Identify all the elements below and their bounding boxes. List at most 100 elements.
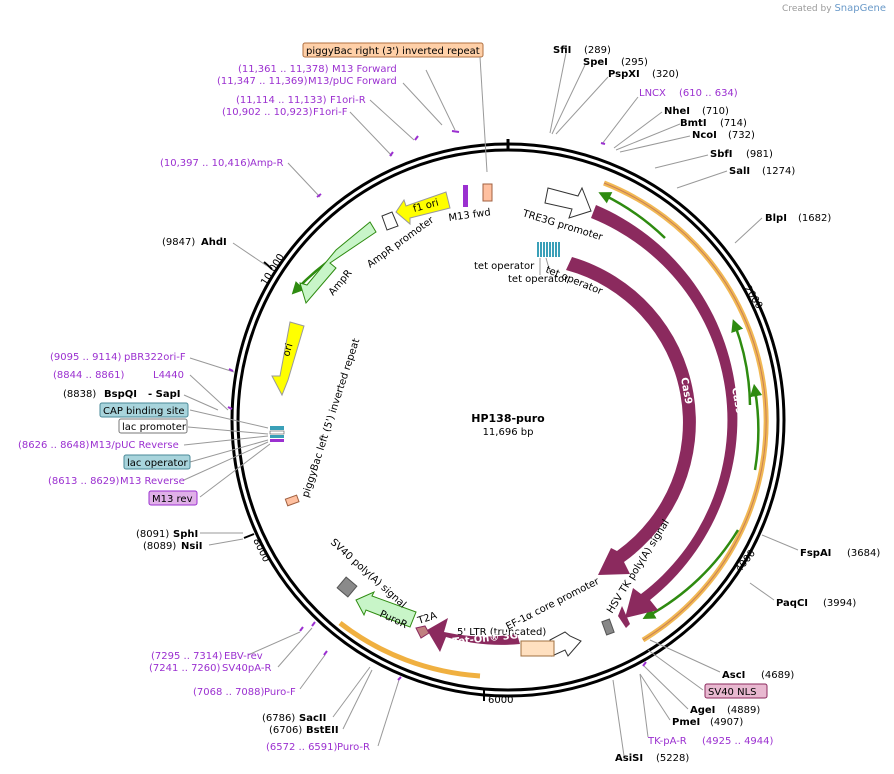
l4440-name: L4440 xyxy=(153,370,184,381)
lower-features: HSV TK poly(A) signal EF-1α core promote… xyxy=(328,518,672,657)
ori-arrow xyxy=(271,321,305,397)
bspqi-name: BspQI xyxy=(104,389,137,400)
bsteii-name: BstEII xyxy=(306,725,339,736)
sphi-name: SphI xyxy=(173,529,198,540)
spei-coords: (295) xyxy=(621,57,648,68)
pspxi-name: PspXI xyxy=(608,69,640,80)
asisi-coords: (5228) xyxy=(656,753,689,764)
left-leaders xyxy=(183,69,456,747)
m13-reverse-name: M13 Reverse xyxy=(120,476,185,487)
ebv-rev-name: EBV-rev xyxy=(224,651,263,662)
blpi-name: BlpI xyxy=(765,213,787,224)
sfii-coords: (289) xyxy=(584,45,611,56)
snapgene-watermark: Created by SnapGene xyxy=(782,3,886,14)
fspai-coords: (3684) xyxy=(847,548,880,559)
nsii-coords: (8089) xyxy=(143,541,176,552)
piggybac-left-label: piggyBac left (5') inverted repeat xyxy=(300,337,362,499)
ncoi-name: NcoI xyxy=(692,130,717,141)
ahdi-coords: (9847) xyxy=(162,237,195,248)
nhei-coords: (710) xyxy=(702,106,729,117)
f1ori-r-coords: (11,114 .. 11,133) xyxy=(236,95,327,106)
cas9-outer-label: Cas9 xyxy=(729,387,745,416)
right-labels: SfiI (289) SpeI (295) PspXI (320) LNCX (… xyxy=(553,45,880,764)
nsii-name: NsiI xyxy=(181,541,202,552)
m13-forward-name: M13 Forward xyxy=(332,64,397,75)
lac-operator-box xyxy=(123,454,191,470)
pbr322ori-f-coords: (9095 .. 9114) xyxy=(50,352,122,363)
piggybac-left-box xyxy=(284,494,300,507)
fspai-name: FspAI xyxy=(800,548,831,559)
ori-label: ori xyxy=(281,342,295,358)
sali-name: SalI xyxy=(729,166,750,177)
sv40-polya-marker xyxy=(336,576,358,598)
left-labels: (11,361 .. 11,378) M13 Forward (11,347 .… xyxy=(18,64,397,753)
spei-name: SpeI xyxy=(583,57,608,68)
ahdi-name: AhdI xyxy=(201,237,227,248)
right-leaders xyxy=(549,52,799,757)
puro-r-coords: (6572 .. 6591) xyxy=(266,742,338,753)
tick-8000: 8000 xyxy=(250,536,271,564)
pbr322ori-f-name: pBR322ori-F xyxy=(124,352,186,363)
agei-coords: (4889) xyxy=(727,705,760,716)
pmei-name: PmeI xyxy=(672,717,700,728)
watermark-created-by: Created by xyxy=(782,4,832,14)
m13-rev-name: M13 rev xyxy=(152,494,193,505)
sv40pa-r-name: SV40pA-R xyxy=(222,663,271,674)
sv40-nls-name: SV40 NLS xyxy=(708,687,757,698)
cas9-features: Cas9 Cas9 xyxy=(566,205,745,618)
puro-r-name: Puro-R xyxy=(337,742,370,753)
cas9-outer-arrow xyxy=(591,205,738,618)
m13-rev-box xyxy=(148,490,198,506)
puro-f-coords: (7068 .. 7088) xyxy=(193,687,265,698)
plasmid-size: 11,696 bp xyxy=(483,427,534,438)
cas9-inner-label: Cas9 xyxy=(678,377,694,406)
m13-puc-reverse-name: M13/pUC Reverse xyxy=(90,440,179,451)
ebv-rev-coords: (7295 .. 7314) xyxy=(151,651,223,662)
lac-promoter-name: lac promoter xyxy=(122,422,187,433)
hsv-tk-polya-marker xyxy=(618,606,630,628)
tet-operator-3: tet operator xyxy=(508,274,569,285)
cap-binding-box xyxy=(99,402,189,418)
primer-ticks xyxy=(227,130,647,681)
m13-puc-forward-coords: (11,347 .. 11,369) xyxy=(217,76,308,87)
sapi-name: - SapI xyxy=(148,389,180,400)
piggybac-right-callout: piggyBac right (3') inverted repeat xyxy=(302,42,488,173)
asci-name: AscI xyxy=(722,670,745,681)
sfii-name: SfiI xyxy=(553,45,571,56)
sphi-coords: (8091) xyxy=(136,529,169,540)
m13-puc-reverse-coords: (8626 .. 8648) xyxy=(18,440,90,451)
sacii-name: SacII xyxy=(299,713,326,724)
tet-operator-1: tet operator xyxy=(474,261,535,272)
ncoi-coords: (732) xyxy=(728,130,755,141)
bmti-name: BmtI xyxy=(680,118,707,129)
lac-promoter-box xyxy=(118,418,188,434)
asisi-name: AsiSI xyxy=(615,753,643,764)
plasmid-title: HP138-puro 11,696 bp xyxy=(471,412,545,438)
snapgene-logo: SnapGene xyxy=(834,3,886,14)
svg-text:TRE3G promoter: TRE3G promoter xyxy=(520,208,604,243)
left-inner-features: piggyBac left (5') inverted repeat ori A… xyxy=(269,183,493,507)
lncx-coords: (610 .. 634) xyxy=(679,88,738,99)
bmti-coords: (714) xyxy=(720,118,747,129)
lac-stack xyxy=(269,426,285,442)
pspxi-coords: (320) xyxy=(652,69,679,80)
m13-reverse-coords: (8613 .. 8629) xyxy=(48,476,120,487)
f1ori-f-coords: (10,902 .. 10,923) xyxy=(222,107,313,118)
agei-name: AgeI xyxy=(690,705,715,716)
tk-pa-r-name: TK-pA-R xyxy=(647,736,687,747)
sbfi-name: SbfI xyxy=(710,149,732,160)
m13-fwd-label: M13 fwd xyxy=(448,207,492,224)
t2a-marker xyxy=(415,625,430,639)
outer-gold-bands xyxy=(291,180,769,679)
gold-band-bottom xyxy=(338,621,481,679)
f1-ori-arrow xyxy=(395,191,451,226)
ltr-label: 5' LTR (truncated) xyxy=(457,627,546,638)
sv40pa-r-coords: (7241 .. 7260) xyxy=(149,663,221,674)
amp-r-name: Amp-R xyxy=(250,158,284,169)
tet-on-arrow xyxy=(427,618,520,652)
amp-r-coords: (10,397 .. 10,416) xyxy=(160,158,251,169)
sali-coords: (1274) xyxy=(762,166,795,177)
pmei-coords: (4907) xyxy=(710,717,743,728)
sv40-nls-box xyxy=(704,683,768,699)
m13-puc-forward-name: M13/pUC Forward xyxy=(308,76,397,87)
